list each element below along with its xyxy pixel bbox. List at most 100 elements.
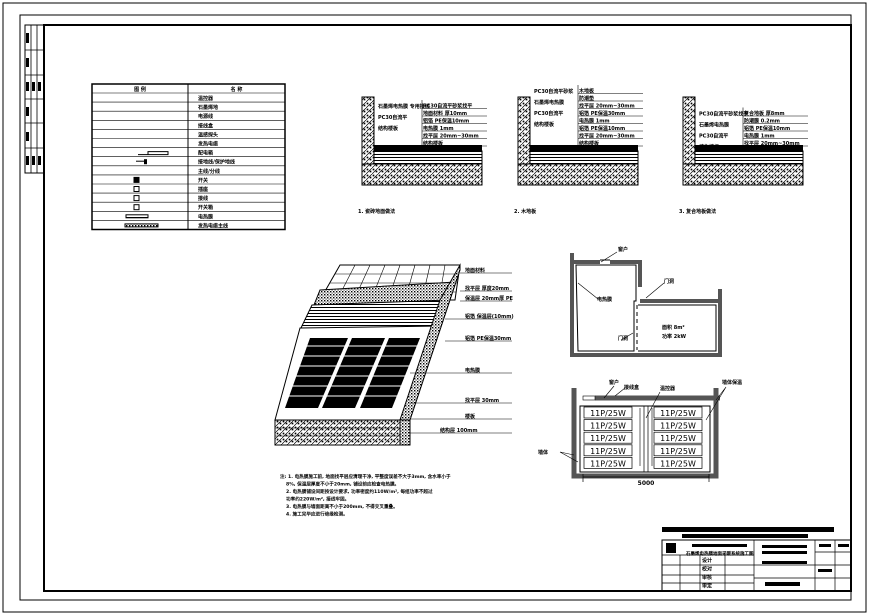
note-line: 8%, 保温层厚度不小于20mm, 铺设前应检查电热膜。 [286, 481, 399, 488]
section-layer-label: 找平层 20mm~30mm [579, 103, 635, 110]
section-layer-label: 复合地板 厚8mm [743, 110, 785, 117]
plan-label-door-1: 门洞 [664, 278, 674, 285]
film-layer [374, 145, 482, 151]
section-callout: 结构楼板 [378, 125, 399, 132]
section-callout: PC30自流平砂浆找平 [699, 111, 748, 118]
note-line: 4. 施工完毕应进行绝缘检测。 [286, 511, 348, 518]
panel-rating: 11P/25W [590, 459, 626, 468]
section-layer-label: 电热膜 1mm [579, 118, 610, 125]
heating-panel [583, 431, 633, 444]
project-title: 石墨烯电热膜地面采暖系统施工图 [685, 550, 754, 557]
panel-rating: 11P/25W [660, 459, 696, 468]
insulation-layer [299, 299, 449, 331]
section-layer-label: 找平层 20mm~30mm [579, 133, 635, 140]
legend-item-name: 发热电缆主线 [197, 222, 228, 229]
room-area: 面积 8m² [662, 324, 685, 331]
layout-label-wall: 墙体 [538, 449, 549, 456]
legend-item-name: 温控器 [198, 95, 214, 102]
iso-layer-label: 找平层 30mm [465, 397, 499, 404]
legend-item-name: 配电箱 [198, 150, 213, 157]
section-layer-label: 防潮垫 [579, 95, 594, 102]
note-line: 2. 电热膜铺设间距按设计要求, 功率密度约110W/m², 每组功率不超过 [286, 488, 433, 495]
film-layer [695, 145, 803, 151]
section-caption: 3. 复合地板做法 [679, 208, 716, 215]
panel-rating: 11P/25W [660, 409, 696, 418]
section-layer-label: PC30自流平砂浆找平 [423, 103, 472, 110]
section-callout: 石墨烯电热膜 [533, 99, 564, 106]
section-callout: 石墨烯电热膜 [698, 122, 729, 129]
iso-layer-label: 铝箔 保温层(10mm) [465, 313, 514, 320]
legend-symbol [124, 223, 159, 228]
room-power: 功率 2kW [662, 333, 687, 340]
legend-symbol [133, 186, 140, 192]
heating-panel [583, 406, 633, 419]
panel-rating: 11P/25W [590, 409, 626, 418]
heating-film-strips [282, 338, 420, 408]
slab [361, 163, 483, 186]
legend-symbol [133, 176, 140, 183]
heating-layout-plan: 11P/25W 11P/25W 11P/25W 11P/25W 11P/25W 11P/2… [538, 379, 742, 487]
heating-panel [583, 419, 633, 431]
section-caption: 1. 瓷砖地面做法 [358, 208, 395, 215]
iso-layer-label: 地面材料 [465, 267, 485, 274]
legend-symbol [133, 195, 140, 202]
section-layer-label: 电热膜 1mm [744, 133, 775, 140]
legend-table: 图 例名 称温控器石墨烯地电源线接线盒温感探头发热电缆配电箱接地线/保护地线主线… [91, 83, 286, 231]
iso-layer-label: 保温层 20mm厚 PE [464, 295, 514, 302]
section-callout: PC30自流平 [534, 110, 563, 117]
panel-grid: 11P/25W 11P/25W 11P/25W 11P/25W 11P/25W 11P/2… [583, 406, 703, 469]
iso-layer-label: 结构层 100mm [440, 427, 478, 434]
room-plan: 窗户 电热膜 门洞 门洞 面积 8m² 功率 2kW [570, 246, 722, 357]
film-layer [530, 145, 638, 151]
section-layer-label: 电热膜 1mm [423, 125, 454, 132]
legend-item-name: 插座 [198, 186, 208, 193]
legend-item-name: 接线盒 [197, 122, 214, 129]
binding-strip [24, 24, 45, 174]
iso-layer-label: 铝箔 PE保温30mm [465, 335, 511, 342]
section-callout: 结构楼板 [534, 121, 555, 128]
layout-label-insulation: 墙体保温 [722, 379, 742, 386]
heating-panel [583, 444, 633, 457]
legend-symbol [133, 204, 140, 211]
plan-label-window: 窗户 [618, 246, 628, 253]
heating-panel [653, 431, 703, 444]
legend-item-name: 电热膜 [198, 213, 213, 220]
panel-rating: 11P/25W [590, 447, 626, 456]
signature-role: 设计 [702, 557, 712, 564]
note-line: 注: 1. 电热膜施工前, 地面找平层应清理干净, 平整度误差不大于3mm, 含… [280, 473, 451, 480]
section-callout: PC30自流平砂浆 [534, 88, 574, 95]
legend-item-name: 开关箱 [198, 204, 213, 211]
dimension-width: 5000 [638, 480, 655, 487]
legend-item-name: 石墨烯地 [197, 104, 218, 111]
slab [517, 163, 639, 186]
legend-symbol [144, 159, 147, 165]
legend-item-name: 电源线 [198, 113, 213, 120]
layout-label-junction: 接线盒 [623, 384, 640, 391]
signature-role: 校对 [702, 566, 712, 573]
signature-role: 审定 [702, 583, 712, 590]
legend-item-name: 开关 [198, 177, 208, 184]
panel-rating: 11P/25W [660, 447, 696, 456]
layout-label-window: 窗户 [609, 379, 619, 386]
panel-rating: 11P/25W [660, 434, 696, 443]
heating-panel [653, 406, 703, 419]
iso-layer-label: 找平层 厚度20mm [465, 285, 509, 292]
plan-label-film: 电热膜 [597, 296, 612, 303]
legend-item-name: 接线 [197, 195, 208, 202]
legend-header-name: 名 称 [231, 86, 243, 93]
section-layer-label: 铝箔 PE保温10mm [744, 125, 790, 132]
legend-header-symbol: 图 例 [134, 86, 146, 93]
iso-layer-label: 楼板 [465, 413, 476, 420]
note-line: 3. 电热膜与墙面距离不小于200mm, 不得交叉重叠。 [286, 503, 398, 510]
section-layer-label: 铝箔 PE保温10mm [579, 125, 625, 132]
section-layer-label: 找平层 20mm~30mm [744, 140, 800, 147]
signature-role: 审核 [702, 574, 712, 581]
heating-panel [653, 419, 703, 431]
slab [682, 163, 804, 186]
section-layer-label: 地面材料 厚10mm [423, 110, 467, 117]
